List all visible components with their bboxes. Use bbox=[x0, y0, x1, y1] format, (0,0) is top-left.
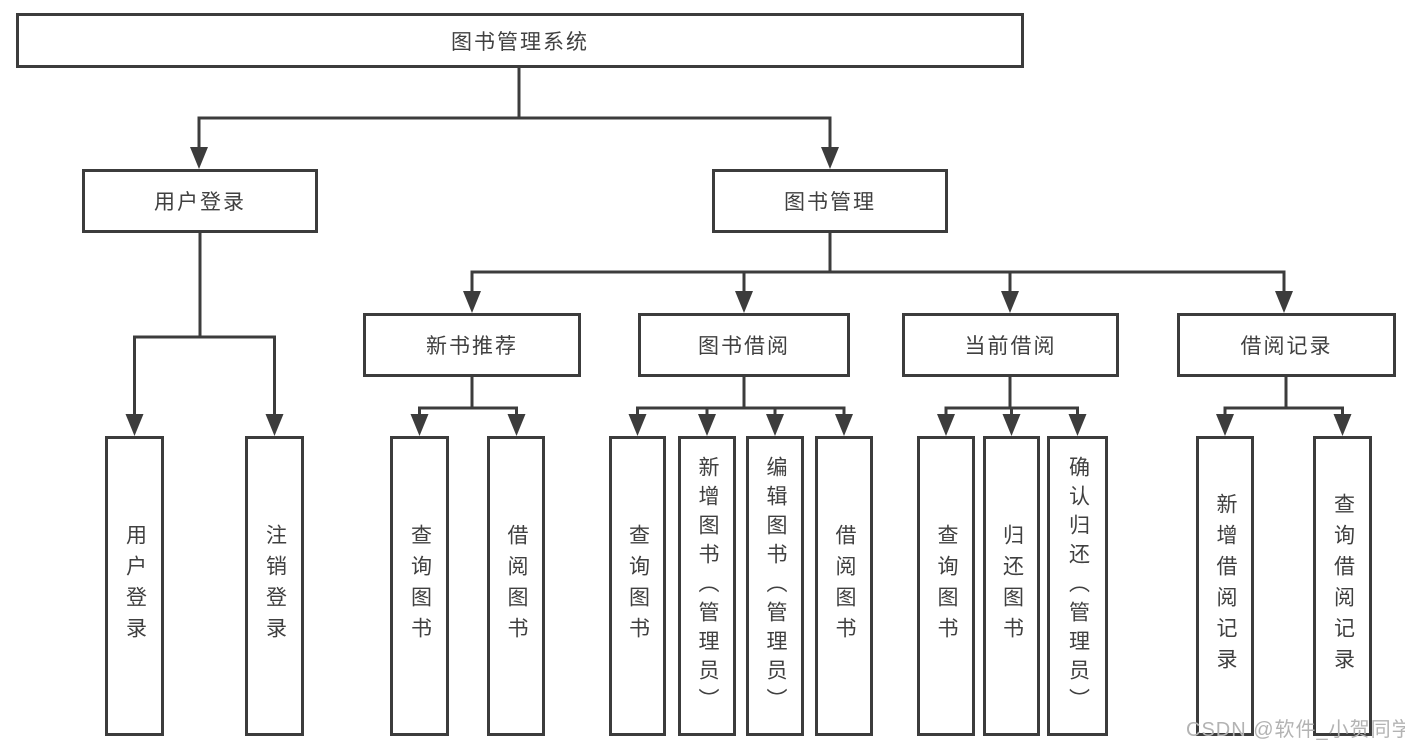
arrow-leaf-10 bbox=[1002, 414, 1021, 436]
leaf-edit-books-admin: 编辑图书（管理员） bbox=[746, 436, 804, 736]
node-library-system: 图书管理系统 bbox=[16, 13, 1024, 68]
leaf-add-borrow-record: 新增借阅记录 bbox=[1196, 436, 1254, 736]
leaf-borrow-books-recommend: 借阅图书 bbox=[487, 436, 545, 736]
node-user-login-label: 用户登录 bbox=[154, 191, 246, 214]
leaf-logout: 注销登录 bbox=[245, 436, 304, 736]
arrow-leaf-9 bbox=[937, 414, 955, 436]
leaf-return-books: 归还图书 bbox=[983, 436, 1040, 736]
arrow-leaf-6 bbox=[698, 414, 716, 436]
leaf-edit-books-admin-label: 编辑图书（管理员） bbox=[764, 455, 788, 717]
csdn-watermark: CSDN @软件_小贺同学 bbox=[1186, 719, 1405, 741]
node-borrow-records-label: 借阅记录 bbox=[1240, 335, 1333, 358]
node-book-management: 图书管理 bbox=[712, 169, 948, 233]
arrow-leaf-13 bbox=[1333, 414, 1352, 436]
leaf-add-books-admin: 新增图书（管理员） bbox=[678, 436, 736, 736]
edge-root-to-level2 bbox=[197, 68, 832, 148]
arrow-leaf-1 bbox=[125, 414, 144, 436]
leaf-search-books-borrowing-label: 查询图书 bbox=[626, 524, 650, 648]
leaf-borrow-books-borrowing: 借阅图书 bbox=[815, 436, 873, 736]
arrow-to-borrowing bbox=[735, 291, 753, 313]
leaf-logout-label: 注销登录 bbox=[263, 524, 287, 648]
arrow-leaf-5 bbox=[628, 414, 647, 436]
leaf-search-borrow-record-label: 查询借阅记录 bbox=[1331, 493, 1355, 679]
arrow-leaf-7 bbox=[766, 414, 784, 436]
leaf-user-login-label: 用户登录 bbox=[123, 524, 147, 648]
arrow-to-user-login bbox=[190, 147, 208, 169]
node-book-borrowing-label: 图书借阅 bbox=[698, 335, 790, 358]
arrow-leaf-8 bbox=[835, 414, 853, 436]
arrow-to-recommend bbox=[463, 291, 481, 313]
arrow-to-records bbox=[1275, 291, 1293, 313]
leaf-add-books-admin-label: 新增图书（管理员） bbox=[696, 455, 720, 717]
arrow-leaf-11 bbox=[1068, 414, 1087, 436]
leaf-confirm-return-admin: 确认归还（管理员） bbox=[1047, 436, 1108, 736]
node-book-management-label: 图书管理 bbox=[784, 191, 876, 214]
leaf-borrow-books-recommend-label: 借阅图书 bbox=[505, 524, 529, 648]
edge-user-login-to-leaves bbox=[133, 233, 276, 415]
arrow-leaf-2 bbox=[265, 414, 284, 436]
arrow-to-book-mgmt bbox=[821, 147, 839, 169]
leaf-confirm-return-admin-label: 确认归还（管理员） bbox=[1066, 455, 1090, 717]
node-new-book-recommend-label: 新书推荐 bbox=[426, 335, 518, 358]
edge-book-mgmt-to-level3 bbox=[470, 233, 1286, 292]
node-current-borrowing-label: 当前借阅 bbox=[964, 335, 1057, 358]
node-current-borrowing: 当前借阅 bbox=[902, 313, 1119, 377]
edge-records-to-leaves bbox=[1223, 377, 1344, 415]
node-user-login: 用户登录 bbox=[82, 169, 318, 233]
arrow-leaf-3 bbox=[410, 414, 429, 436]
node-book-borrowing: 图书借阅 bbox=[638, 313, 850, 377]
edge-recommend-to-leaves bbox=[418, 377, 518, 415]
leaf-search-books-recommend: 查询图书 bbox=[390, 436, 449, 736]
node-borrow-records: 借阅记录 bbox=[1177, 313, 1396, 377]
arrow-to-current bbox=[1001, 291, 1019, 313]
edge-current-to-leaves bbox=[944, 377, 1079, 415]
edge-borrowing-to-leaves bbox=[636, 377, 846, 415]
arrow-leaf-4 bbox=[507, 414, 526, 436]
node-new-book-recommend: 新书推荐 bbox=[363, 313, 581, 377]
leaf-search-books-current: 查询图书 bbox=[917, 436, 975, 736]
leaf-search-books-borrowing: 查询图书 bbox=[609, 436, 666, 736]
leaf-search-books-current-label: 查询图书 bbox=[935, 524, 959, 648]
arrowheads bbox=[125, 147, 1352, 436]
leaf-search-borrow-record: 查询借阅记录 bbox=[1313, 436, 1372, 736]
leaf-borrow-books-borrowing-label: 借阅图书 bbox=[833, 524, 857, 648]
leaf-user-login: 用户登录 bbox=[105, 436, 164, 736]
leaf-search-books-recommend-label: 查询图书 bbox=[408, 524, 432, 648]
arrow-leaf-12 bbox=[1216, 414, 1234, 436]
node-library-system-label: 图书管理系统 bbox=[451, 30, 589, 54]
leaf-add-borrow-record-label: 新增借阅记录 bbox=[1214, 493, 1238, 679]
leaf-return-books-label: 归还图书 bbox=[1000, 524, 1024, 648]
